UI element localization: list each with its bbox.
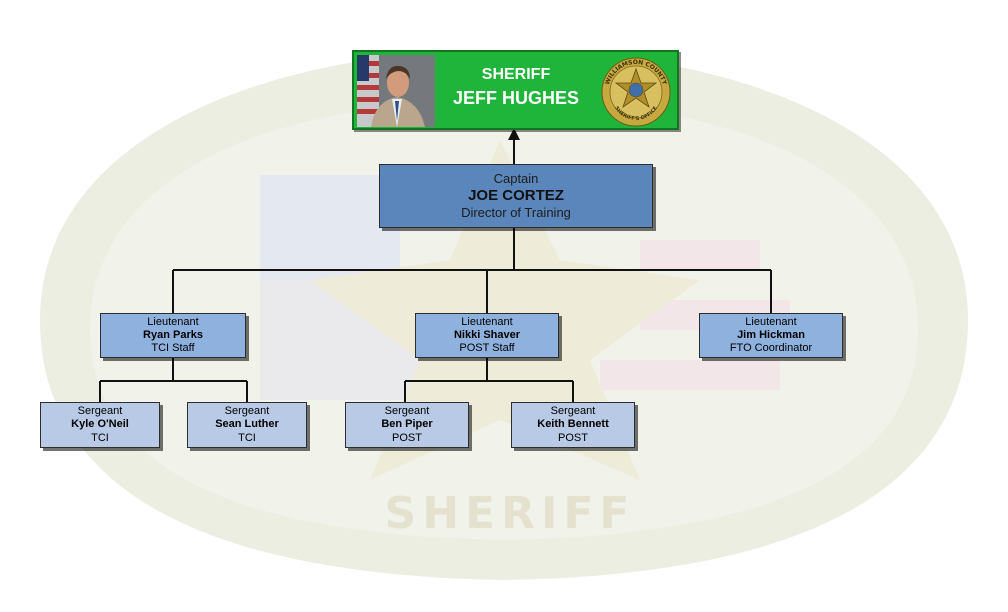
lieutenant-role: TCI Staff <box>151 342 195 355</box>
sergeant-box-luther: Sergeant Sean Luther TCI <box>187 402 307 448</box>
lieutenant-box-parks: Lieutenant Ryan Parks TCI Staff <box>100 313 246 358</box>
sergeant-rank: Sergeant <box>384 405 430 418</box>
sergeant-box-oneil: Sergeant Kyle O'Neil TCI <box>40 402 160 448</box>
lieutenant-role: FTO Coordinator <box>729 342 813 355</box>
captain-rank: Captain <box>493 171 539 187</box>
watermark-sheriff-text: SHERIFF <box>385 488 636 539</box>
captain-box: Captain JOE CORTEZ Director of Training <box>379 164 653 228</box>
sergeant-name: Kyle O'Neil <box>71 418 129 431</box>
sheriff-portrait <box>357 55 435 127</box>
sergeant-rank: Sergeant <box>77 405 123 418</box>
sheriff-name: JEFF HUGHES <box>452 88 580 108</box>
us-flag-icon <box>357 55 379 127</box>
sergeant-name: Ben Piper <box>381 418 433 431</box>
up-arrow-icon <box>508 128 520 140</box>
sergeant-role: TCI <box>91 431 109 444</box>
sergeant-box-bennett: Sergeant Keith Bennett POST <box>511 402 635 448</box>
sheriff-box: SHERIFF JEFF HUGHES WILLIAMSON COUNTY SH… <box>352 50 679 130</box>
sheriff-title-block: SHERIFF JEFF HUGHES <box>438 64 594 110</box>
captain-name: JOE CORTEZ <box>468 187 564 204</box>
sergeant-rank: Sergeant <box>224 405 270 418</box>
sergeant-name: Keith Bennett <box>537 418 609 431</box>
sergeant-name: Sean Luther <box>215 418 279 431</box>
captain-role: Director of Training <box>461 205 571 220</box>
sheriff-badge-icon: WILLIAMSON COUNTY SHERIFF'S OFFICE <box>601 57 671 127</box>
sheriff-title: SHERIFF <box>481 66 551 83</box>
lieutenant-role: POST Staff <box>459 342 515 355</box>
sergeant-role: POST <box>558 431 588 444</box>
lieutenant-rank: Lieutenant <box>461 315 513 328</box>
sergeant-rank: Sergeant <box>550 405 596 418</box>
lieutenant-name: Nikki Shaver <box>453 328 521 341</box>
lieutenant-box-hickman: Lieutenant Jim Hickman FTO Coordinator <box>699 313 843 358</box>
lieutenant-box-shaver: Lieutenant Nikki Shaver POST Staff <box>415 313 559 358</box>
lieutenant-rank: Lieutenant <box>147 315 199 328</box>
sergeant-role: POST <box>392 431 422 444</box>
sergeant-role: TCI <box>238 431 256 444</box>
lieutenant-rank: Lieutenant <box>745 315 797 328</box>
lieutenant-name: Jim Hickman <box>737 328 805 341</box>
lieutenant-name: Ryan Parks <box>143 328 203 341</box>
sergeant-box-piper: Sergeant Ben Piper POST <box>345 402 469 448</box>
